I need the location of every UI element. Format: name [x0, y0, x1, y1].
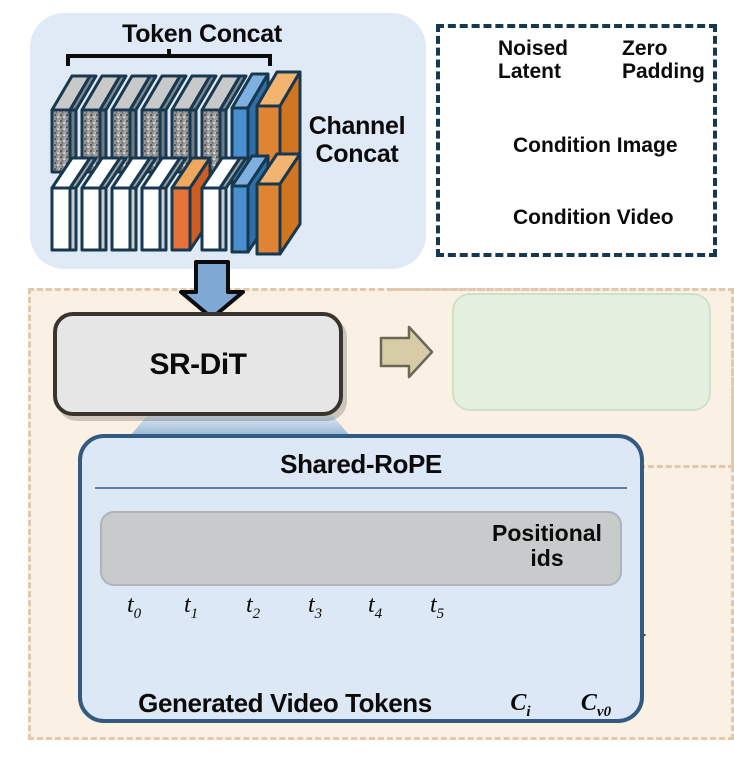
- input-to-model-arrow: [179, 260, 245, 320]
- shared-rope-divider: [95, 487, 627, 489]
- sr-dit-label: SR-DiT: [149, 348, 248, 381]
- slab-zero-padding: [50, 156, 98, 252]
- token-concat-bracket: [66, 49, 272, 66]
- model-to-output-arrow: [379, 325, 434, 379]
- tick-label-t1: t1: [184, 592, 199, 622]
- stack-top-row: [50, 70, 302, 188]
- slab-zero-padding: [140, 156, 188, 252]
- positional-ids-line1: Positional: [492, 520, 602, 546]
- slab-noised-latent: [200, 74, 248, 174]
- sr-dit-box[interactable]: [53, 312, 343, 416]
- slab-zero-padding: [80, 156, 128, 252]
- legend-box: [436, 24, 717, 257]
- generated-video-box: [452, 293, 711, 411]
- model-to-rope-cone: [130, 410, 350, 436]
- legend-label-condition-video: Condition Video: [513, 206, 674, 229]
- condition-image-token-label: Ci: [510, 690, 531, 720]
- channel-concat-label: Channel Concat: [292, 112, 422, 168]
- tick-label-t4: t4: [368, 592, 383, 622]
- legend-label-condition-image: Condition Image: [513, 134, 678, 157]
- channel-concat-line1: Channel: [308, 112, 406, 140]
- tick-label-t0: t0: [127, 592, 142, 622]
- slab-zero-padding: [110, 156, 158, 252]
- condition-video-token-label: Cv0: [580, 690, 612, 720]
- slab-zero-padding: [200, 156, 248, 252]
- positional-ids-label: Positional ids: [477, 520, 617, 572]
- stack-bottom-row: [50, 152, 302, 256]
- tick-label-t3: t3: [308, 592, 323, 622]
- token-concat-label: Token Concat: [122, 20, 282, 48]
- tick-label-t5: t5: [430, 592, 445, 622]
- generated-video-tokens-label: Generated Video Tokens: [138, 688, 432, 718]
- positional-ids-strip: [100, 511, 622, 586]
- tick-label-t2: t2: [246, 592, 261, 622]
- positional-ids-line2: ids: [530, 545, 564, 572]
- shared-rope-title: Shared-RoPE: [280, 449, 442, 479]
- channel-concat-line2: Concat: [315, 140, 399, 168]
- slab-condition-video: [255, 152, 302, 256]
